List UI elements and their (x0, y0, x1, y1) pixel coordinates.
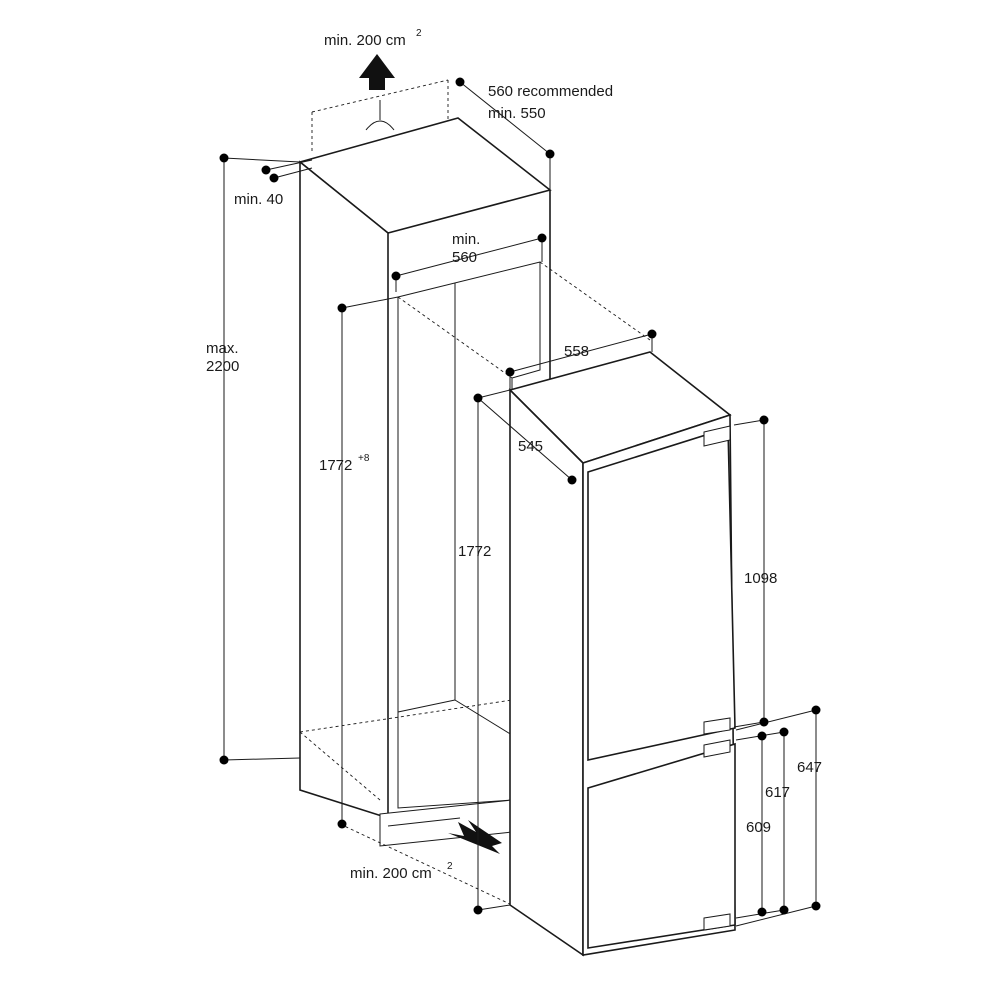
dimension-lines (223, 81, 817, 927)
upper-hinge-top (703, 425, 731, 447)
niche-side-face (299, 160, 389, 820)
appliance-width-label: 558 (564, 343, 589, 360)
dim-647-label: 647 (797, 759, 822, 776)
niche-height-tolerance: +8 (358, 453, 370, 464)
dimension-dots (219, 77, 821, 917)
niche-height-label: 1772 (319, 457, 352, 474)
gap-top-label: min. 40 (234, 191, 283, 208)
top-vent-label-sup: 2 (416, 28, 422, 39)
lower-hinge-top (703, 739, 731, 758)
lower-door (587, 742, 736, 949)
depth-label-min: min. 550 (488, 105, 546, 122)
vent-bracket (365, 120, 395, 131)
appliance-depth-label: 545 (518, 438, 543, 455)
appliance-height-label: 1772 (458, 543, 491, 560)
upper-door (587, 426, 736, 761)
dim-617-label: 617 (765, 784, 790, 801)
plinth-vent-line (387, 817, 461, 827)
max-height-label-2: 2200 (206, 358, 239, 375)
upper-door-label: 1098 (744, 570, 777, 587)
bottom-vent-label: min. 200 cm (350, 865, 432, 882)
projection-lines (299, 79, 651, 906)
appliance-side-face (509, 388, 584, 957)
bottom-vent-arrow-icon (448, 820, 502, 854)
niche-floor-edge (397, 699, 456, 713)
lower-hinge-bottom (703, 913, 731, 931)
top-vent-label: min. 200 cm (324, 32, 406, 49)
appliance (508, 351, 736, 957)
dim-609-label: 609 (746, 819, 771, 836)
top-vent-arrow-icon (359, 54, 395, 90)
niche-width-label-2: 560 (452, 249, 477, 266)
depth-label-recommended: 560 recommended (488, 83, 613, 100)
niche-width-label-1: min. (452, 231, 480, 248)
upper-hinge-bottom (703, 717, 731, 735)
niche-floor-edge-2 (454, 699, 513, 736)
bottom-vent-label-sup: 2 (447, 861, 453, 872)
max-height-label-1: max. (206, 340, 239, 357)
